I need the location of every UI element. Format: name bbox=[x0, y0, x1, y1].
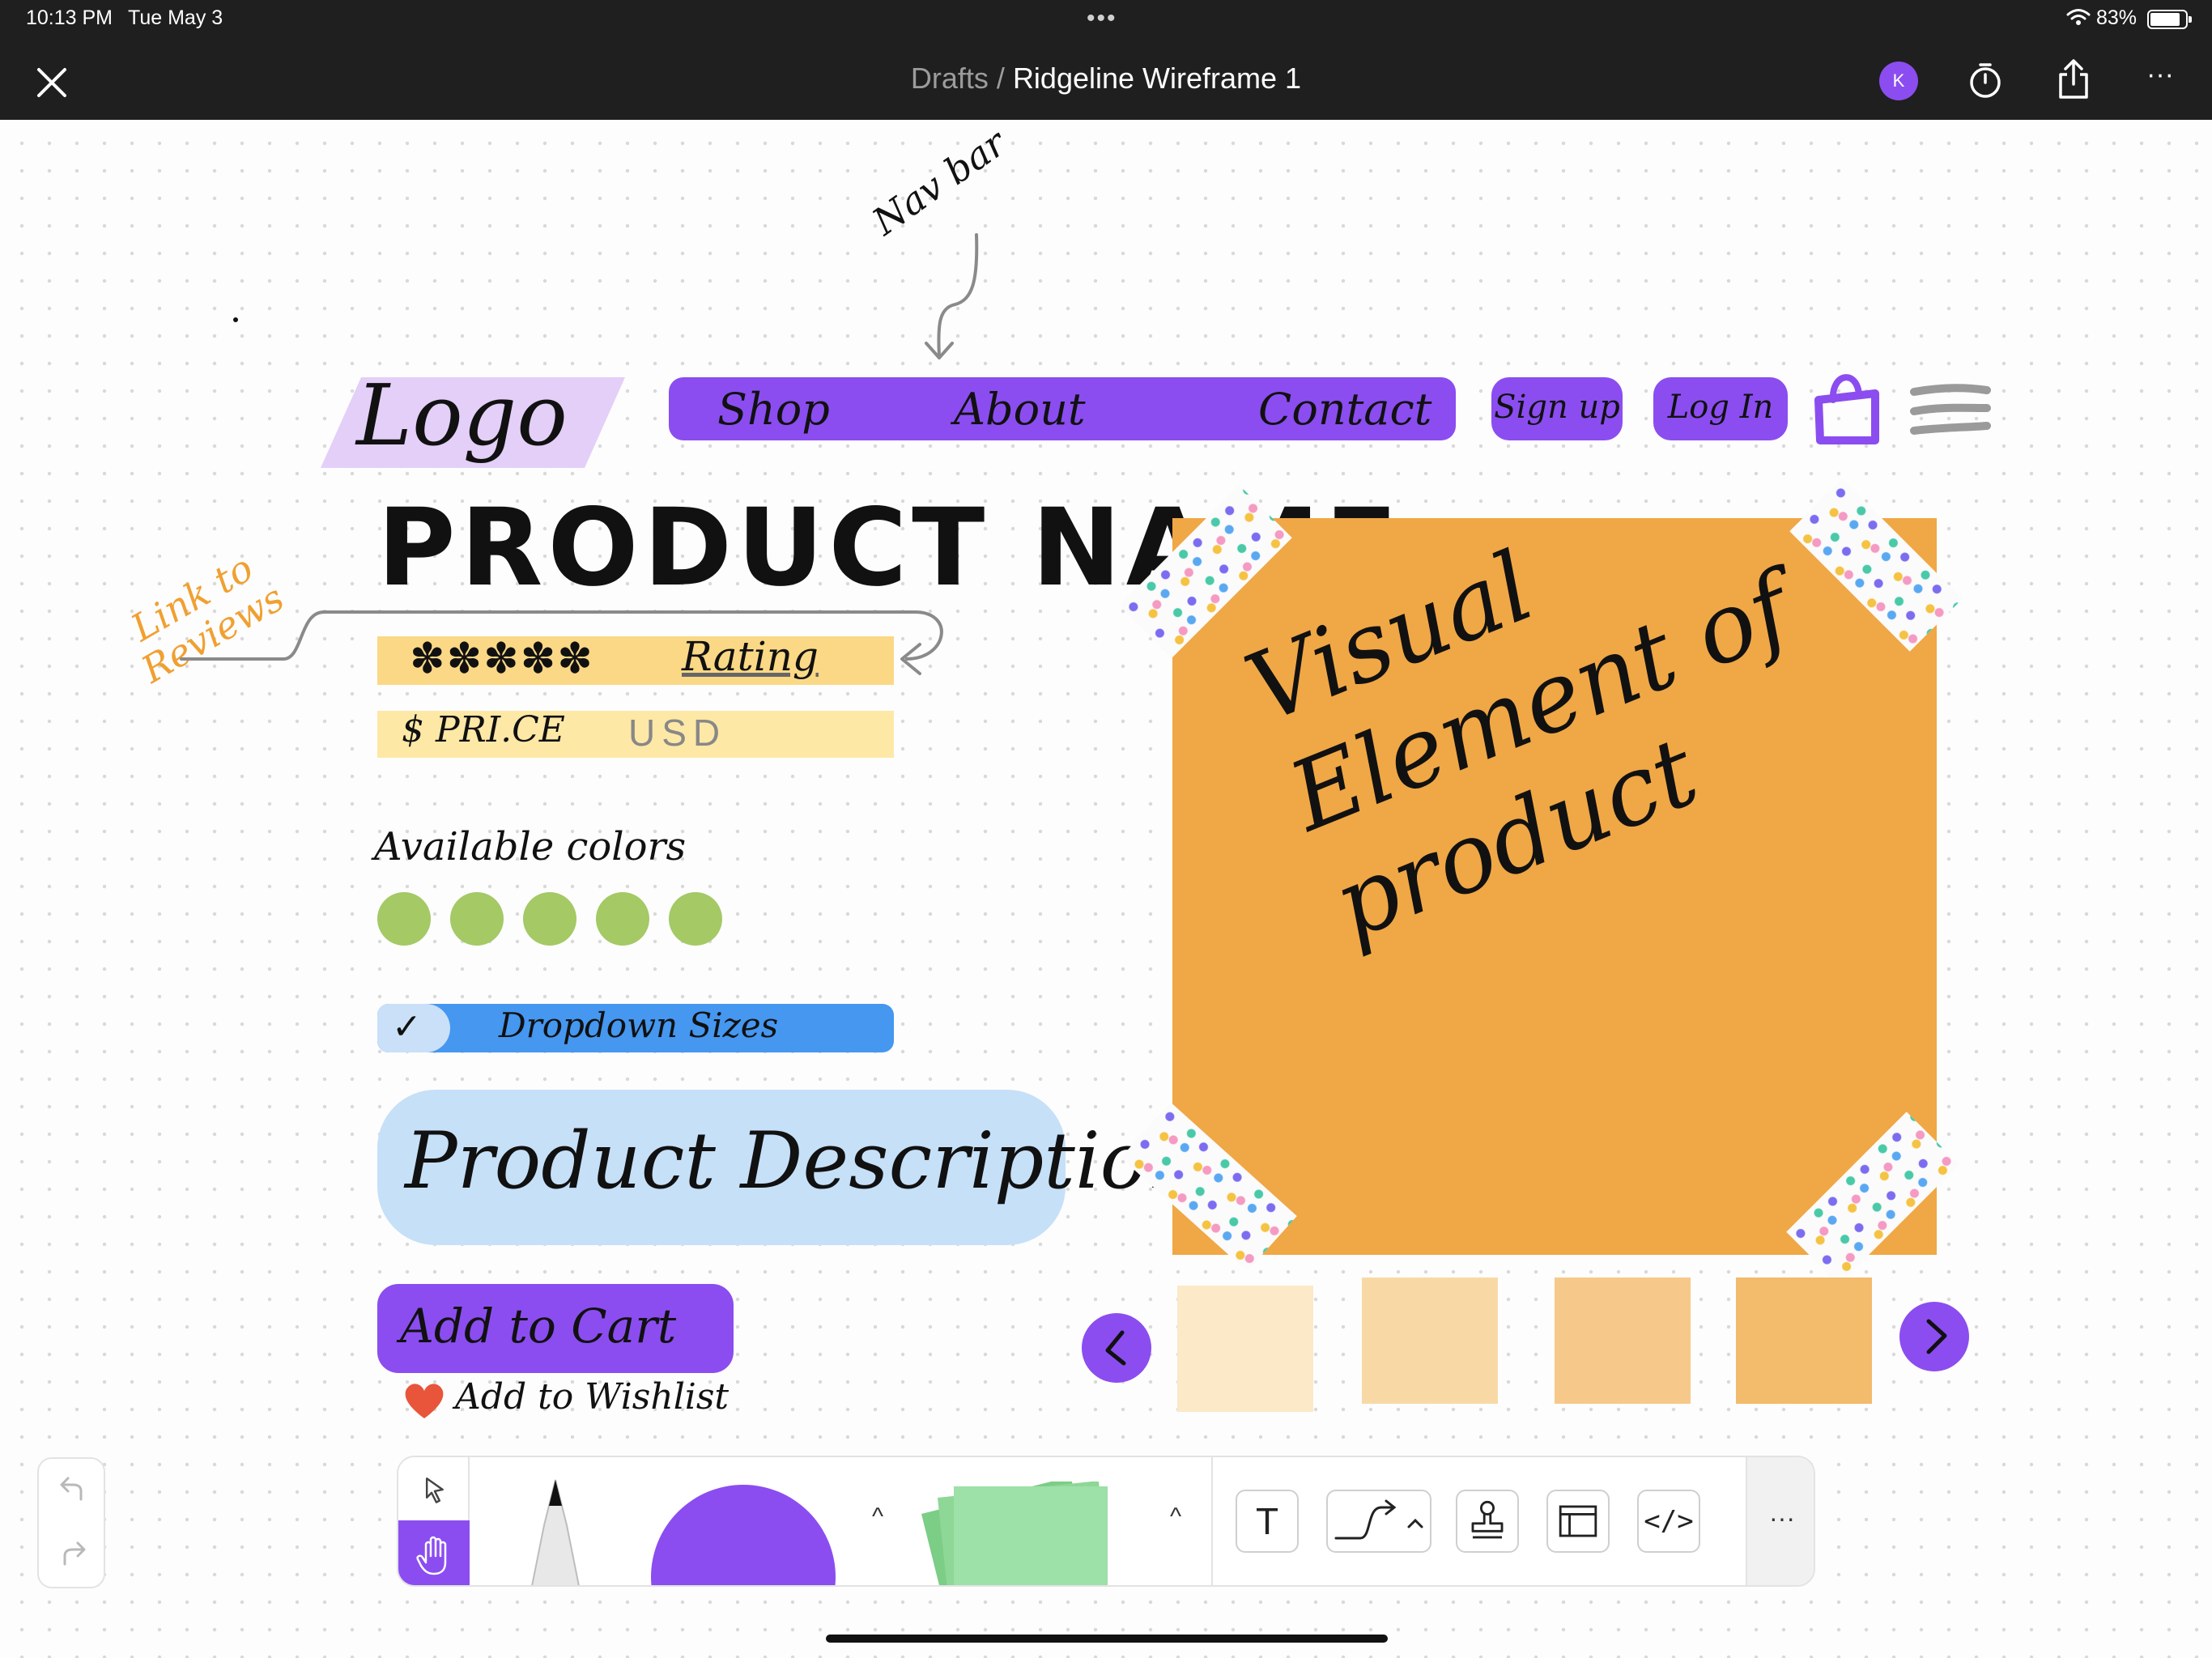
logo-text: Logo bbox=[356, 366, 568, 465]
add-to-cart-label: Add to Cart bbox=[400, 1299, 677, 1354]
price-label: $ PRI.CE bbox=[402, 709, 565, 750]
multitask-icon[interactable]: ••• bbox=[1087, 5, 1117, 32]
product-description-card bbox=[377, 1090, 1066, 1245]
product-visual-placeholder[interactable] bbox=[1172, 518, 1937, 1255]
available-colors-label: Available colors bbox=[374, 824, 687, 869]
rating-label[interactable]: Rating bbox=[682, 633, 819, 680]
status-date: Tue May 3 bbox=[128, 6, 223, 29]
wifi-icon bbox=[2066, 9, 2091, 25]
battery-percent: 83% bbox=[2096, 6, 2138, 29]
home-indicator bbox=[826, 1635, 1388, 1643]
color-swatch[interactable] bbox=[523, 892, 576, 946]
nav-link-contact[interactable]: Contact bbox=[1258, 384, 1432, 435]
color-swatch[interactable] bbox=[377, 892, 431, 946]
text-tool[interactable]: T bbox=[1236, 1490, 1299, 1553]
carousel-next-button[interactable] bbox=[1899, 1302, 1969, 1371]
thumbnail[interactable] bbox=[1362, 1278, 1498, 1404]
annotation-arrow bbox=[925, 233, 979, 359]
toolbar-more-icon[interactable]: ··· bbox=[1746, 1457, 1814, 1585]
size-dropdown[interactable]: ✓ Dropdown Sizes bbox=[377, 1004, 894, 1052]
board-title[interactable]: Ridgeline Wireframe 1 bbox=[1012, 62, 1302, 95]
thumbnail[interactable] bbox=[1555, 1278, 1691, 1404]
dropdown-label: Dropdown Sizes bbox=[499, 1005, 779, 1045]
timer-icon[interactable] bbox=[1967, 61, 2003, 100]
document-title[interactable]: Drafts / Ridgeline Wireframe 1 bbox=[0, 62, 2212, 96]
price-bar bbox=[377, 711, 894, 758]
more-icon[interactable]: ··· bbox=[2146, 59, 2174, 90]
nav-link-about[interactable]: About bbox=[954, 384, 1086, 435]
status-time: 10:13 PM bbox=[26, 6, 113, 29]
undo-icon[interactable] bbox=[57, 1473, 89, 1506]
divider bbox=[1211, 1457, 1213, 1585]
chevron-up-icon[interactable]: ^ bbox=[871, 1503, 884, 1530]
carousel-prev-button[interactable] bbox=[1082, 1313, 1151, 1383]
rating-stars: ✽✽✽✽✽ bbox=[410, 636, 594, 682]
thumbnail[interactable] bbox=[1736, 1278, 1872, 1404]
breadcrumb-separator: / bbox=[988, 62, 1013, 95]
annotation-connector bbox=[180, 610, 943, 675]
color-swatch[interactable] bbox=[596, 892, 649, 946]
avatar[interactable]: K bbox=[1879, 62, 1918, 100]
rating-bar[interactable] bbox=[377, 636, 894, 685]
add-to-wishlist-link[interactable]: Add to Wishlist bbox=[455, 1376, 730, 1418]
drawing-toolbar: ^ ^ T </> ··· bbox=[397, 1456, 1815, 1587]
sticky-note-tool[interactable] bbox=[913, 1482, 1108, 1587]
logo-placeholder[interactable] bbox=[321, 377, 625, 468]
color-swatch[interactable] bbox=[450, 892, 504, 946]
close-icon[interactable] bbox=[32, 63, 71, 102]
currency-label: USD bbox=[628, 712, 727, 754]
stamp-icon bbox=[1471, 1500, 1504, 1539]
heart-icon[interactable] bbox=[402, 1380, 447, 1422]
title-bar: 10:13 PM Tue May 3 ••• 83% Drafts / Ridg… bbox=[0, 0, 2212, 120]
battery-icon bbox=[2147, 10, 2192, 29]
thumbnail[interactable] bbox=[1177, 1286, 1313, 1412]
redo-icon[interactable] bbox=[57, 1538, 89, 1571]
stray-dot bbox=[233, 317, 238, 322]
product-description-text: Product Description bbox=[405, 1116, 1197, 1206]
menu-icon[interactable] bbox=[1909, 384, 1992, 439]
select-icon[interactable] bbox=[398, 1457, 470, 1520]
code-icon[interactable]: </> bbox=[1637, 1490, 1700, 1553]
add-to-cart-button[interactable] bbox=[377, 1284, 734, 1373]
cart-icon[interactable] bbox=[1810, 366, 1883, 447]
nav-bar[interactable]: Shop About Contact bbox=[669, 377, 1456, 440]
connector-icon bbox=[1334, 1499, 1423, 1540]
connector-tool[interactable] bbox=[1326, 1490, 1431, 1553]
frame-tool[interactable] bbox=[1546, 1490, 1610, 1553]
log-in-button[interactable]: Log In bbox=[1653, 377, 1788, 440]
stamp-tool[interactable] bbox=[1456, 1490, 1519, 1553]
nav-link-shop[interactable]: Shop bbox=[717, 384, 830, 435]
share-icon[interactable] bbox=[2056, 58, 2091, 100]
breadcrumb-drafts[interactable]: Drafts bbox=[910, 62, 989, 95]
undo-redo-panel bbox=[37, 1457, 105, 1588]
hand-icon[interactable] bbox=[398, 1520, 470, 1587]
sign-up-button[interactable]: Sign up bbox=[1491, 377, 1623, 440]
shape-tool[interactable] bbox=[651, 1485, 836, 1585]
pen-icon[interactable] bbox=[520, 1477, 591, 1587]
frame-icon bbox=[1559, 1505, 1597, 1537]
color-swatch[interactable] bbox=[669, 892, 722, 946]
chevron-up-icon[interactable]: ^ bbox=[1169, 1503, 1182, 1530]
check-icon: ✓ bbox=[377, 1004, 450, 1052]
